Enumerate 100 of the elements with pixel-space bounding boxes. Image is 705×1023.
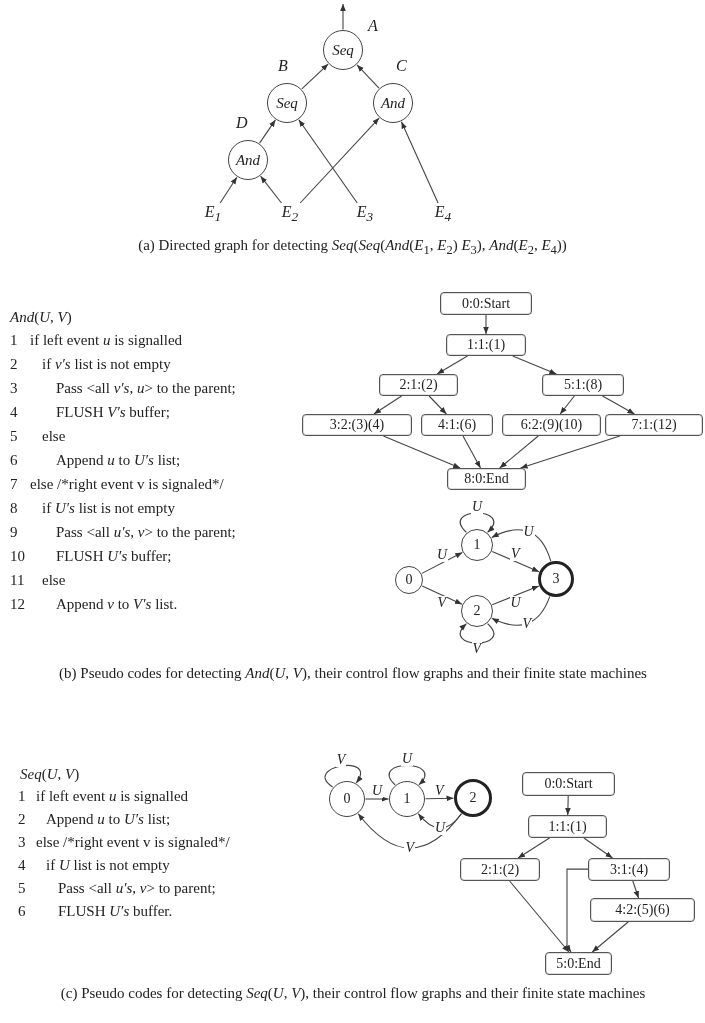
figure-caption: (c) Pseudo codes for detecting Seq(U, V), their control flow graphs and their finite state machines (59, 984, 647, 1003)
edge-label: U (434, 821, 447, 836)
state-circle: 3 (538, 561, 574, 597)
code-line: FLUSH U′s buffer; (56, 547, 172, 566)
arrow (340, 3, 346, 31)
arrow (436, 355, 468, 375)
flow-box: 3:2:(3)(4) (302, 414, 412, 436)
arrow (259, 119, 276, 144)
arrow (491, 550, 540, 573)
arrow (559, 395, 575, 415)
node-label: B (278, 56, 288, 75)
line-number: 5 (18, 879, 26, 898)
state-circle: 1 (389, 781, 425, 817)
node-label: D (236, 113, 248, 132)
arrow (462, 435, 482, 469)
edge-label: U (401, 752, 414, 767)
code-line: FLUSH V′s buffer; (56, 403, 170, 422)
line-number: 3 (18, 833, 26, 852)
arrow (428, 395, 447, 415)
state-circle: 0 (329, 781, 365, 817)
edge-label: V (510, 546, 521, 561)
arrow (491, 529, 552, 562)
line-number: 4 (10, 403, 18, 422)
line-number: 1 (18, 787, 26, 806)
edge-label: V (335, 753, 347, 767)
arrow (298, 119, 358, 204)
line-number: 6 (10, 451, 18, 470)
edge-label: V (434, 783, 445, 798)
function-signature: And(U, V) (10, 308, 72, 327)
arrow (602, 395, 636, 415)
flow-box: 1:1:(1) (446, 334, 526, 356)
function-signature: Seq(U, V) (20, 765, 80, 784)
flow-box: 1:1:(1) (528, 815, 607, 838)
code-line: Pass <all u′s, v> to parent; (58, 879, 216, 898)
arrow (583, 837, 614, 859)
event-label: E$_{2}$ (277, 203, 303, 225)
line-number: 3 (10, 379, 18, 398)
event-label: E$_{3}$ (352, 203, 378, 225)
arrow (364, 796, 390, 802)
code-line: FLUSH U′s buffer. (58, 902, 173, 921)
line-number: 1 (10, 331, 18, 350)
arrow (299, 117, 380, 204)
arrow (459, 623, 495, 644)
arrow (324, 764, 363, 788)
code-line: Append v to V′s list. (56, 595, 178, 614)
edge-label: U (471, 499, 484, 514)
arrow (382, 435, 461, 469)
flow-box: 7:1:(12) (605, 414, 703, 436)
flow-box: 0:0:Start (440, 292, 532, 315)
figure-caption: (a) Directed graph for detecting Seq(Seq(And(E$_{1}$, E$_{2}$) E$_{3}$), And(E$_{2}$, E$_{4}$)) (137, 236, 568, 259)
code-line: Pass <all v′s, u> to the parent; (56, 379, 236, 398)
state-circle: 2 (461, 595, 493, 627)
event-label: E$_{1}$ (200, 203, 226, 225)
code-line: if U′s list is not empty (42, 499, 175, 518)
arrow (517, 837, 550, 859)
arrow (424, 795, 455, 802)
arrow (356, 64, 380, 89)
code-line: if left event u is signalled (36, 787, 189, 806)
line-number: 5 (10, 427, 18, 446)
edge-label: U (436, 547, 449, 562)
arrow (400, 121, 439, 204)
flow-box: 6:2:(9)(10) (502, 414, 601, 436)
arrow (388, 764, 426, 786)
arrow (491, 585, 540, 606)
operator-circle: Seq (267, 83, 307, 123)
operator-circle: And (228, 140, 268, 180)
arrow (459, 512, 495, 533)
code-line: else /*right event v is signaled*/ (36, 833, 230, 852)
arrow (591, 921, 629, 953)
arrow (421, 552, 463, 574)
state-circle: 0 (395, 566, 423, 594)
line-number: 12 (10, 595, 25, 614)
arrow (417, 813, 463, 829)
arrow (565, 795, 571, 816)
event-label: E$_{4}$ (430, 203, 456, 225)
code-line: if v′s list is not empty (42, 355, 171, 374)
state-circle: 2 (454, 779, 492, 817)
arrow (301, 63, 329, 90)
line-number: 9 (10, 523, 18, 542)
flow-box: 2:1:(2) (379, 374, 458, 396)
node-label: A (368, 16, 378, 35)
arrow (483, 314, 489, 335)
edge-label: V (521, 616, 533, 631)
code-line: Pass <all u′s, v> to the parent; (56, 523, 236, 542)
flow-box: 5:0:End (545, 952, 612, 975)
code-line: if U list is not empty (46, 856, 170, 875)
arrow (373, 395, 403, 415)
arrow (260, 175, 282, 204)
code-line: Append u to U′s list; (46, 810, 171, 829)
line-number: 6 (18, 902, 26, 921)
flow-box: 4:2:(5)(6) (590, 898, 695, 922)
line-number: 2 (10, 355, 18, 374)
arrow (499, 435, 539, 469)
arrow (219, 176, 238, 204)
edge-label: U (522, 524, 535, 539)
code-line: else (42, 571, 66, 590)
arrow (512, 355, 557, 375)
line-number: 4 (18, 856, 26, 875)
flow-box: 5:1:(8) (542, 374, 624, 396)
line-number: 11 (10, 571, 25, 590)
